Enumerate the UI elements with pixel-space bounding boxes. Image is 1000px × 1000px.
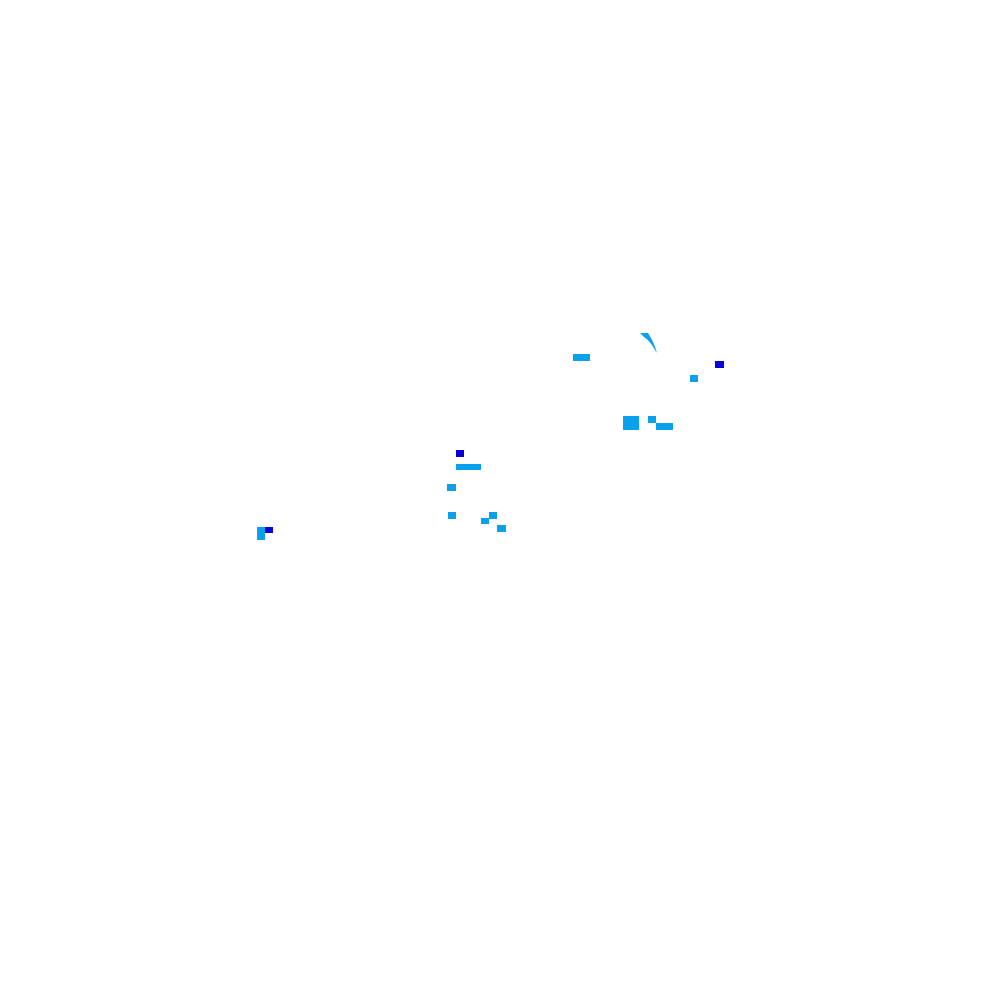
map-patch <box>448 512 456 519</box>
map-patch <box>257 533 261 534</box>
map-patch <box>623 416 639 430</box>
map-patch <box>573 354 590 361</box>
map-patch <box>715 361 724 368</box>
map-patch <box>497 525 506 532</box>
map-patch <box>690 375 698 382</box>
map-patch <box>456 450 464 457</box>
map-patch <box>481 518 489 524</box>
arc-segment <box>640 333 657 353</box>
map-patch <box>656 423 673 430</box>
map-patch <box>257 527 265 540</box>
map-patch <box>648 416 656 423</box>
map-patch <box>265 527 273 533</box>
map-patch <box>456 464 481 470</box>
map-patch <box>489 512 497 519</box>
map-patch <box>447 484 456 491</box>
